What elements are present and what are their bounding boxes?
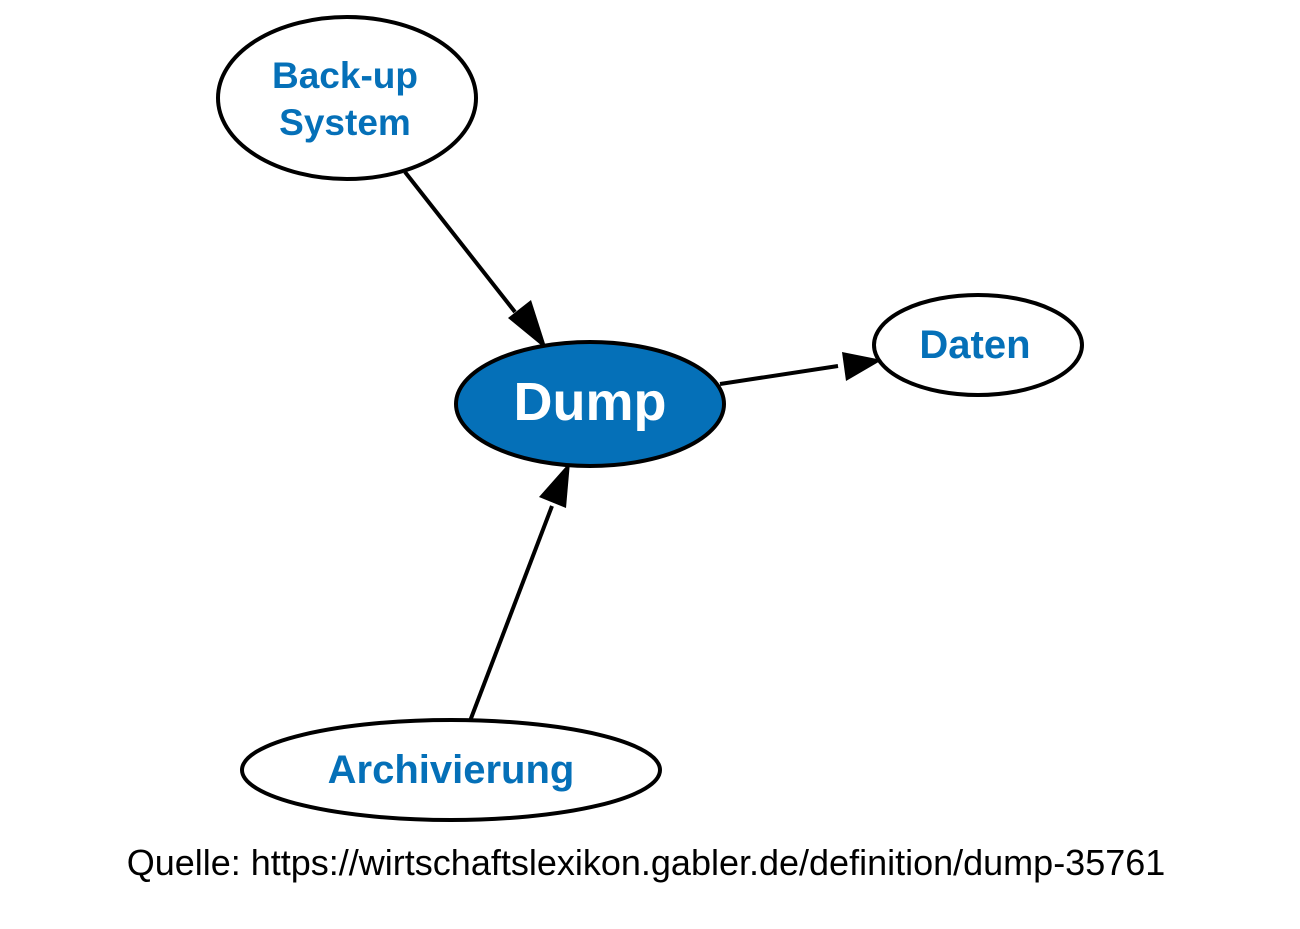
node-shape: [240, 718, 662, 822]
node-daten[interactable]: Daten: [872, 293, 1084, 397]
node-backup-system[interactable]: Back-up System: [216, 15, 478, 181]
node-shape: [454, 340, 726, 468]
node-label: Dump: [514, 372, 667, 432]
node-dump[interactable]: Dump: [454, 340, 726, 468]
arrowhead-icon: [539, 462, 570, 508]
source-caption: Quelle: https://wirtschaftslexikon.gable…: [127, 842, 1166, 883]
node-label: Daten: [919, 323, 1030, 367]
node-archivierung[interactable]: Archivierung: [240, 718, 662, 822]
node-label-line2: System: [279, 102, 411, 143]
edge-backup-to-dump: [403, 170, 547, 350]
node-label-line1: Back-up: [272, 55, 418, 96]
node-shape: [872, 293, 1084, 397]
arrowhead-icon: [508, 300, 547, 350]
edge-archivierung-to-dump: [468, 462, 570, 722]
edge-dump-to-daten: [719, 352, 882, 386]
arrowhead-icon: [842, 352, 882, 381]
node-shape: [216, 15, 478, 181]
node-label: Archivierung: [328, 748, 575, 792]
